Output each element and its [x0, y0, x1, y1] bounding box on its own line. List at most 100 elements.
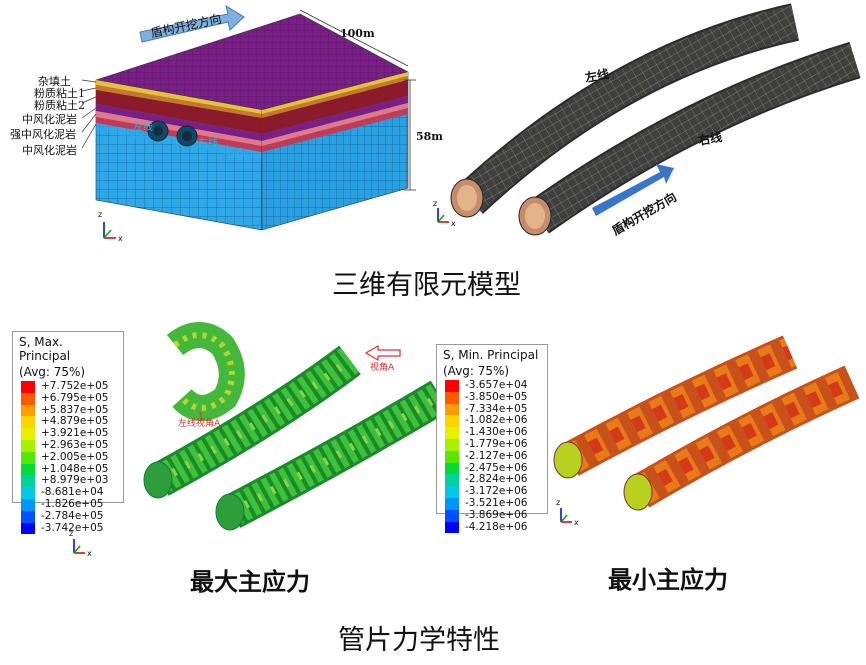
- axis-x-3: x: [87, 549, 92, 558]
- min-legend-row: -1.430e+06: [437, 426, 547, 439]
- min-legend-value: -3.521e+06: [465, 496, 528, 509]
- max-legend-row: +6.795e+05: [13, 391, 123, 405]
- min-legend-swatch: [445, 438, 459, 451]
- max-legend-value: -3.742e+05: [41, 521, 104, 534]
- max-legend-title: S, Max. Principal: [19, 335, 71, 363]
- width-label: 100m: [340, 27, 375, 40]
- caption-top: 三维有限元模型: [332, 270, 521, 301]
- max-legend-value: -8.681e+04: [41, 486, 104, 499]
- axis-triad-2: [437, 208, 449, 223]
- max-legend-swatch: [21, 428, 35, 440]
- inset-label: 左线视角A: [178, 419, 221, 429]
- max-legend-swatch: [21, 439, 35, 452]
- min-legend-row: -3.172e+06: [437, 485, 547, 498]
- max-legend-value: +2.963e+05: [41, 438, 109, 451]
- min-legend-value: -3.869e+06: [465, 508, 528, 521]
- layer-label-5: 强中风化泥岩: [10, 128, 76, 141]
- min-stress-tubes: [553, 335, 860, 511]
- min-legend-title: S, Min. Principal: [443, 348, 539, 362]
- min-legend-row: -3.521e+06: [437, 496, 547, 510]
- min-legend-swatch: [445, 497, 459, 510]
- axis-z-1: z: [98, 210, 103, 219]
- max-legend-swatch: [21, 487, 35, 499]
- max-legend-row: +8.979e+03: [13, 474, 123, 488]
- max-legend-value: +8.979e+03: [41, 474, 109, 487]
- min-legend-swatch: [445, 450, 459, 463]
- axis-z-4: z: [556, 498, 561, 507]
- min-legend-row: -1.082e+06: [437, 414, 547, 428]
- axis-triad-3: [73, 539, 85, 554]
- min-legend-swatch: [445, 415, 459, 428]
- max-legend-value: +5.837e+05: [41, 403, 109, 416]
- max-legend-value: +1.048e+05: [41, 462, 109, 475]
- excavation-arrow: [139, 4, 245, 43]
- model-side-face: [261, 71, 409, 231]
- min-legend-swatch: [445, 391, 459, 404]
- min-legend-value: -1.430e+06: [465, 426, 528, 439]
- min-legend-value: -1.082e+06: [465, 414, 528, 427]
- max-legend-swatch: [21, 392, 35, 405]
- max-legend-value: +4.879e+05: [41, 415, 109, 428]
- min-legend-swatch: [445, 486, 459, 498]
- min-legend-row: -2.824e+06: [437, 474, 547, 487]
- min-legend-value: -3.172e+06: [465, 485, 528, 498]
- axis-z-3: z: [69, 529, 74, 538]
- caption-bottom: 管片力学特性: [338, 625, 500, 656]
- min-legend-value: -7.334e+05: [465, 402, 528, 415]
- min-legend-row: -7.334e+05: [437, 402, 547, 416]
- max-legend-row: -3.742e+05: [13, 521, 123, 535]
- layer-label-3: 粉质粘土2: [34, 99, 85, 112]
- min-legend-swatch: [445, 509, 459, 522]
- tunnel-left-label: 左线: [133, 122, 153, 133]
- max-legend-value: +6.795e+05: [41, 391, 109, 404]
- excavation-arrow-right: [592, 164, 674, 216]
- layer-label-6: 中风化泥岩: [22, 144, 77, 157]
- max-legend-row: +1.048e+05: [13, 462, 123, 476]
- max-legend-swatch: [21, 463, 35, 476]
- min-legend-rows: -3.657e+04-3.850e+05-7.334e+05-1.082e+06…: [437, 379, 547, 534]
- max-legend-row: -1.826e+05: [13, 497, 123, 511]
- tunnel-tubes-figure: [450, 3, 861, 236]
- min-legend-row: -1.779e+06: [437, 438, 547, 451]
- axis-x-4: x: [574, 518, 579, 527]
- max-legend-value: -1.826e+05: [41, 497, 104, 510]
- min-legend-value: -2.127e+06: [465, 449, 528, 462]
- max-legend-swatch: [21, 510, 35, 523]
- min-legend-row: -2.475e+06: [437, 461, 547, 475]
- min-legend-row: -2.127e+06: [437, 449, 547, 463]
- min-legend-row: -4.218e+06: [437, 520, 547, 534]
- max-legend-value: -2.784e+05: [41, 509, 104, 522]
- max-legend-row: +2.963e+05: [13, 438, 123, 452]
- axis-x-1: x: [118, 234, 123, 243]
- min-legend-value: -3.657e+04: [465, 379, 528, 391]
- min-legend-avg: (Avg: 75%): [443, 364, 510, 378]
- max-legend-swatch: [21, 522, 35, 535]
- min-legend-swatch: [445, 403, 459, 416]
- max-legend-row: -8.681e+04: [13, 486, 123, 499]
- depth-label: 58m: [416, 130, 443, 143]
- min-legend-row: -3.869e+06: [437, 508, 547, 522]
- axis-x-2: x: [451, 219, 456, 228]
- min-legend-row: -3.657e+04: [437, 379, 547, 392]
- max-legend-swatch: [21, 498, 35, 511]
- layer-label-4: 中风化泥岩: [22, 113, 77, 126]
- view-arrow: [364, 344, 401, 362]
- max-legend-row: -2.784e+05: [13, 509, 123, 523]
- min-legend-value: -2.475e+06: [465, 461, 528, 474]
- axis-triad-4: [560, 508, 572, 523]
- min-legend-swatch: [445, 521, 459, 534]
- min-legend-swatch: [445, 462, 459, 475]
- max-legend-rows: +7.752e+05+6.795e+05+5.837e+05+4.879e+05…: [13, 380, 123, 535]
- max-stress-caption: 最大主应力: [190, 568, 310, 596]
- max-legend-value: +2.005e+05: [41, 450, 109, 463]
- max-legend-swatch: [21, 451, 35, 464]
- min-stress-legend: S, Min. Principal (Avg: 75%) -3.657e+04-…: [436, 344, 548, 534]
- max-legend-avg: (Avg: 75%): [19, 365, 86, 379]
- max-legend-row: +7.752e+05: [13, 380, 123, 393]
- layer-label-1: 杂填土: [38, 75, 71, 88]
- tunnel-right-label: 右线: [198, 138, 218, 149]
- max-legend-swatch: [21, 404, 35, 417]
- min-legend-value: -4.218e+06: [465, 520, 528, 533]
- axis-z-2: z: [433, 199, 438, 208]
